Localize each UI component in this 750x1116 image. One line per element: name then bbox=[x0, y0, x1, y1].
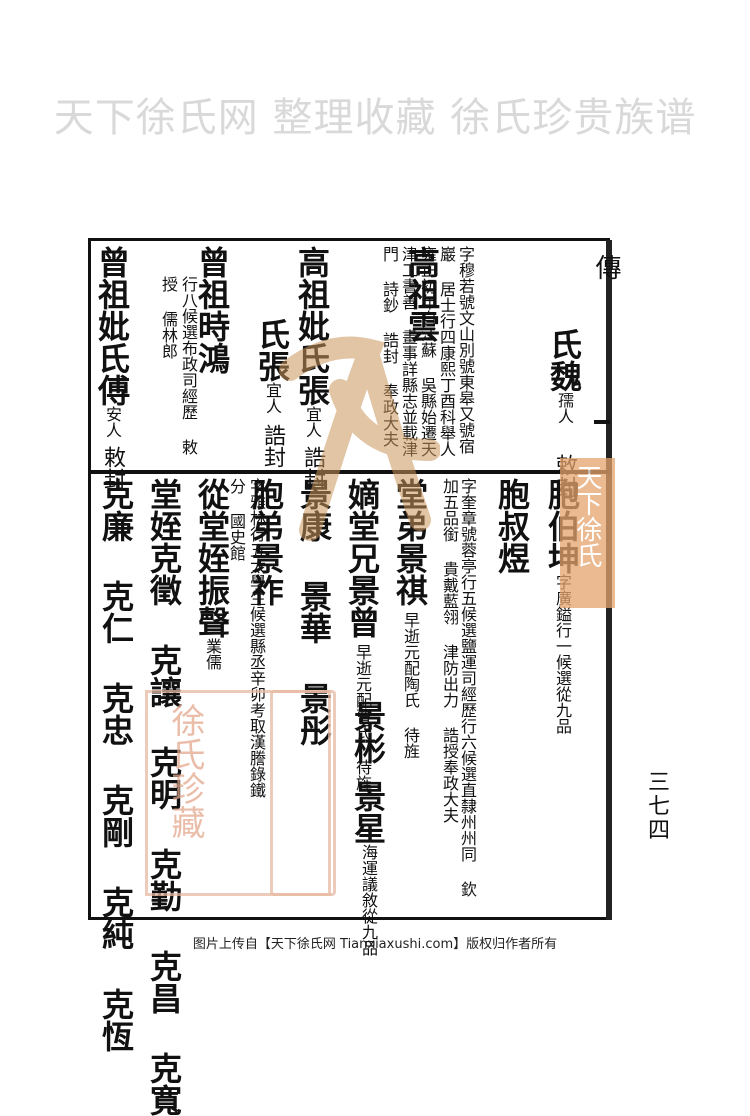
watermark-text: 天下徐氏网 整理收藏 徐氏珍贵族谱 bbox=[53, 95, 697, 141]
name: 嫡堂兄景曾 bbox=[343, 478, 381, 638]
note: 字廣鎰行一候選從九品 bbox=[553, 574, 572, 734]
divider-tick bbox=[594, 420, 610, 424]
name: 景彬 bbox=[349, 700, 387, 764]
register-divider bbox=[91, 470, 610, 474]
page-number: 三七四 bbox=[644, 770, 669, 842]
upper-col-5-notes: 行八候選布政司經歷 敕授 儒林郎 bbox=[159, 276, 198, 455]
red-seal-border bbox=[270, 690, 336, 896]
lower-col-4b: 景彬 bbox=[349, 700, 387, 764]
name: 克廉 克仁 克忠 克剛 克純 克恆 bbox=[97, 478, 135, 1052]
name: 曾祖時鴻 bbox=[193, 246, 231, 374]
lower-col-2: 胞叔煜 bbox=[493, 478, 531, 574]
title: 敕封 bbox=[100, 446, 125, 490]
upper-col-3: 高祖妣氏張宜人誥封 bbox=[293, 246, 331, 490]
name: 胞弟景祚 bbox=[247, 478, 285, 606]
title: 誥封 bbox=[260, 424, 285, 468]
note: 安人 bbox=[103, 406, 122, 438]
orange-seal-stamp: 天下徐氏 bbox=[560, 458, 615, 608]
note: 早逝元配陶氏 待旌 bbox=[401, 612, 420, 759]
red-square-seal: 徐氏珍藏 bbox=[145, 690, 331, 896]
name: 高祖雲 bbox=[403, 246, 441, 342]
name: 胞叔煜 bbox=[493, 478, 531, 574]
upper-col-2: 高祖雲 bbox=[403, 246, 441, 466]
name: 氏魏 bbox=[545, 328, 583, 392]
name: 從堂姪振聲 bbox=[193, 478, 231, 638]
lower-col-2-notes: 字奎章號蓉亭行五候選鹽運司經歷行六候選直隸州州同 欽加五品銜 貴戴藍翎 津防出力… bbox=[440, 478, 477, 897]
seal-lettering: 徐氏珍藏 bbox=[165, 703, 205, 839]
upper-col-6: 曾祖妣氏傅安人敕封 bbox=[93, 246, 131, 490]
genealogy-page-frame bbox=[88, 238, 610, 920]
note: 孺人 bbox=[555, 392, 574, 424]
name: 景星 bbox=[349, 780, 387, 844]
source-caption: 图片上传自【天下徐氏网 Tianxiaxushi.com】版权归作者所有 bbox=[192, 937, 558, 952]
calligraphy-watermark bbox=[279, 336, 440, 541]
lower-col-6: 胞弟景祚 bbox=[247, 478, 285, 606]
lower-col-4: 嫡堂兄景曾早逝元配曹氏 待旌 bbox=[343, 478, 381, 791]
name: 高祖妣氏張 bbox=[293, 246, 331, 406]
lower-col-7: 從堂姪振聲業儒 bbox=[193, 478, 231, 670]
lower-col-6-notes: 字雅林行五太學生候選縣丞辛卯考取漢謄錄鐵分 國史館 bbox=[227, 478, 266, 798]
note: 早逝元配曹氏 待旌 bbox=[353, 644, 372, 791]
top-mark: 傳 bbox=[591, 254, 621, 280]
name: 曾祖妣氏傅 bbox=[93, 246, 131, 406]
note: 宜人 bbox=[303, 406, 322, 438]
note: 海運議敘從九品 bbox=[359, 844, 378, 956]
note: 業儒 bbox=[203, 638, 222, 670]
note: 宜人 bbox=[263, 382, 282, 414]
lower-col-4c: 景星海運議敘從九品 bbox=[349, 780, 387, 956]
lower-col-9: 克廉 克仁 克忠 克剛 克純 克恆 bbox=[97, 478, 135, 1052]
upper-col-5: 曾祖時鴻 bbox=[193, 246, 231, 374]
seal-text: 天下徐氏 bbox=[572, 464, 602, 568]
